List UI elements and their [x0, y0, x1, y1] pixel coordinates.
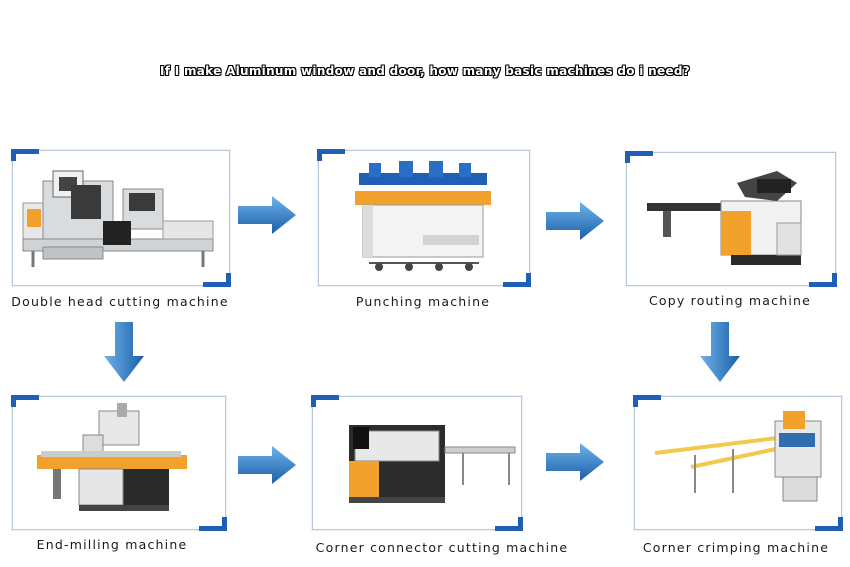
- end-milling-machine-image: [37, 403, 187, 511]
- machine-card-end-milling: [11, 395, 227, 531]
- machine-label-end-milling: End-milling machine: [36, 537, 188, 552]
- machine-card-corner-connector-cutting: [311, 395, 523, 531]
- copy-routing-machine-image: [647, 171, 802, 265]
- corner-connector-cutting-machine-image: [349, 425, 516, 503]
- right-arrow-4: [546, 443, 604, 481]
- machine-card-corner-crimping: [633, 395, 843, 531]
- diagram-title: If I make Aluminum window and door, how …: [159, 64, 691, 78]
- punching-machine-image: [355, 161, 491, 271]
- down-arrow-1: [104, 322, 144, 382]
- machine-card-copy-routing: [625, 151, 837, 287]
- machine-label-corner-crimping: Corner crimping machine: [642, 540, 830, 555]
- right-arrow-1: [238, 196, 296, 234]
- corner-crimping-machine-image: [654, 411, 822, 502]
- machine-label-corner-connector-cutting: Corner connector cutting machine: [315, 540, 569, 555]
- machine-card-double-head-cutting: [11, 149, 231, 287]
- machine-label-double-head-cutting: Double head cutting machine: [11, 294, 229, 309]
- double-head-cutting-machine-image: [22, 170, 214, 267]
- down-arrow-2: [700, 322, 740, 382]
- machine-card-punching: [317, 149, 531, 287]
- machine-label-copy-routing: Copy routing machine: [648, 293, 812, 308]
- right-arrow-3: [238, 446, 296, 484]
- right-arrow-2: [546, 202, 604, 240]
- machine-label-punching: Punching machine: [355, 294, 491, 309]
